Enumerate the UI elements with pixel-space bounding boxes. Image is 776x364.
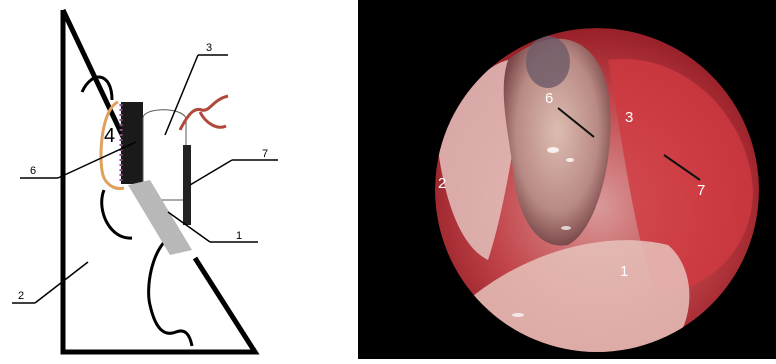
highlight-3 bbox=[561, 226, 571, 230]
photo-label-6: 6 bbox=[545, 90, 553, 107]
label-6: 6 bbox=[30, 165, 36, 177]
photo-label-3: 3 bbox=[625, 109, 633, 126]
sinus-opening bbox=[526, 36, 570, 88]
photo-label-2: 2 bbox=[438, 175, 446, 192]
label-4: 4 bbox=[104, 125, 115, 147]
dark-strip bbox=[183, 145, 191, 225]
endoscope-svg: 6 3 2 7 1 bbox=[358, 0, 776, 359]
highlight-4 bbox=[512, 313, 524, 317]
leader-7 bbox=[190, 160, 232, 185]
label-1: 1 bbox=[236, 230, 242, 242]
label-3: 3 bbox=[206, 42, 212, 54]
red-vessel-branch bbox=[200, 112, 226, 127]
curve-mid-left bbox=[102, 190, 132, 238]
red-vessel bbox=[180, 96, 228, 130]
photo-label-1: 1 bbox=[620, 263, 628, 280]
schematic-svg: 3 4 6 7 1 2 bbox=[0, 0, 358, 359]
highlight-1 bbox=[547, 147, 559, 153]
label-2: 2 bbox=[18, 290, 24, 302]
photo-label-7: 7 bbox=[697, 182, 705, 199]
endoscopic-photo: 6 3 2 7 1 bbox=[358, 0, 776, 359]
schematic-diagram: 3 4 6 7 1 2 bbox=[0, 0, 358, 359]
highlight-2 bbox=[566, 158, 574, 162]
label-7: 7 bbox=[262, 148, 268, 160]
dark-block bbox=[121, 102, 143, 184]
